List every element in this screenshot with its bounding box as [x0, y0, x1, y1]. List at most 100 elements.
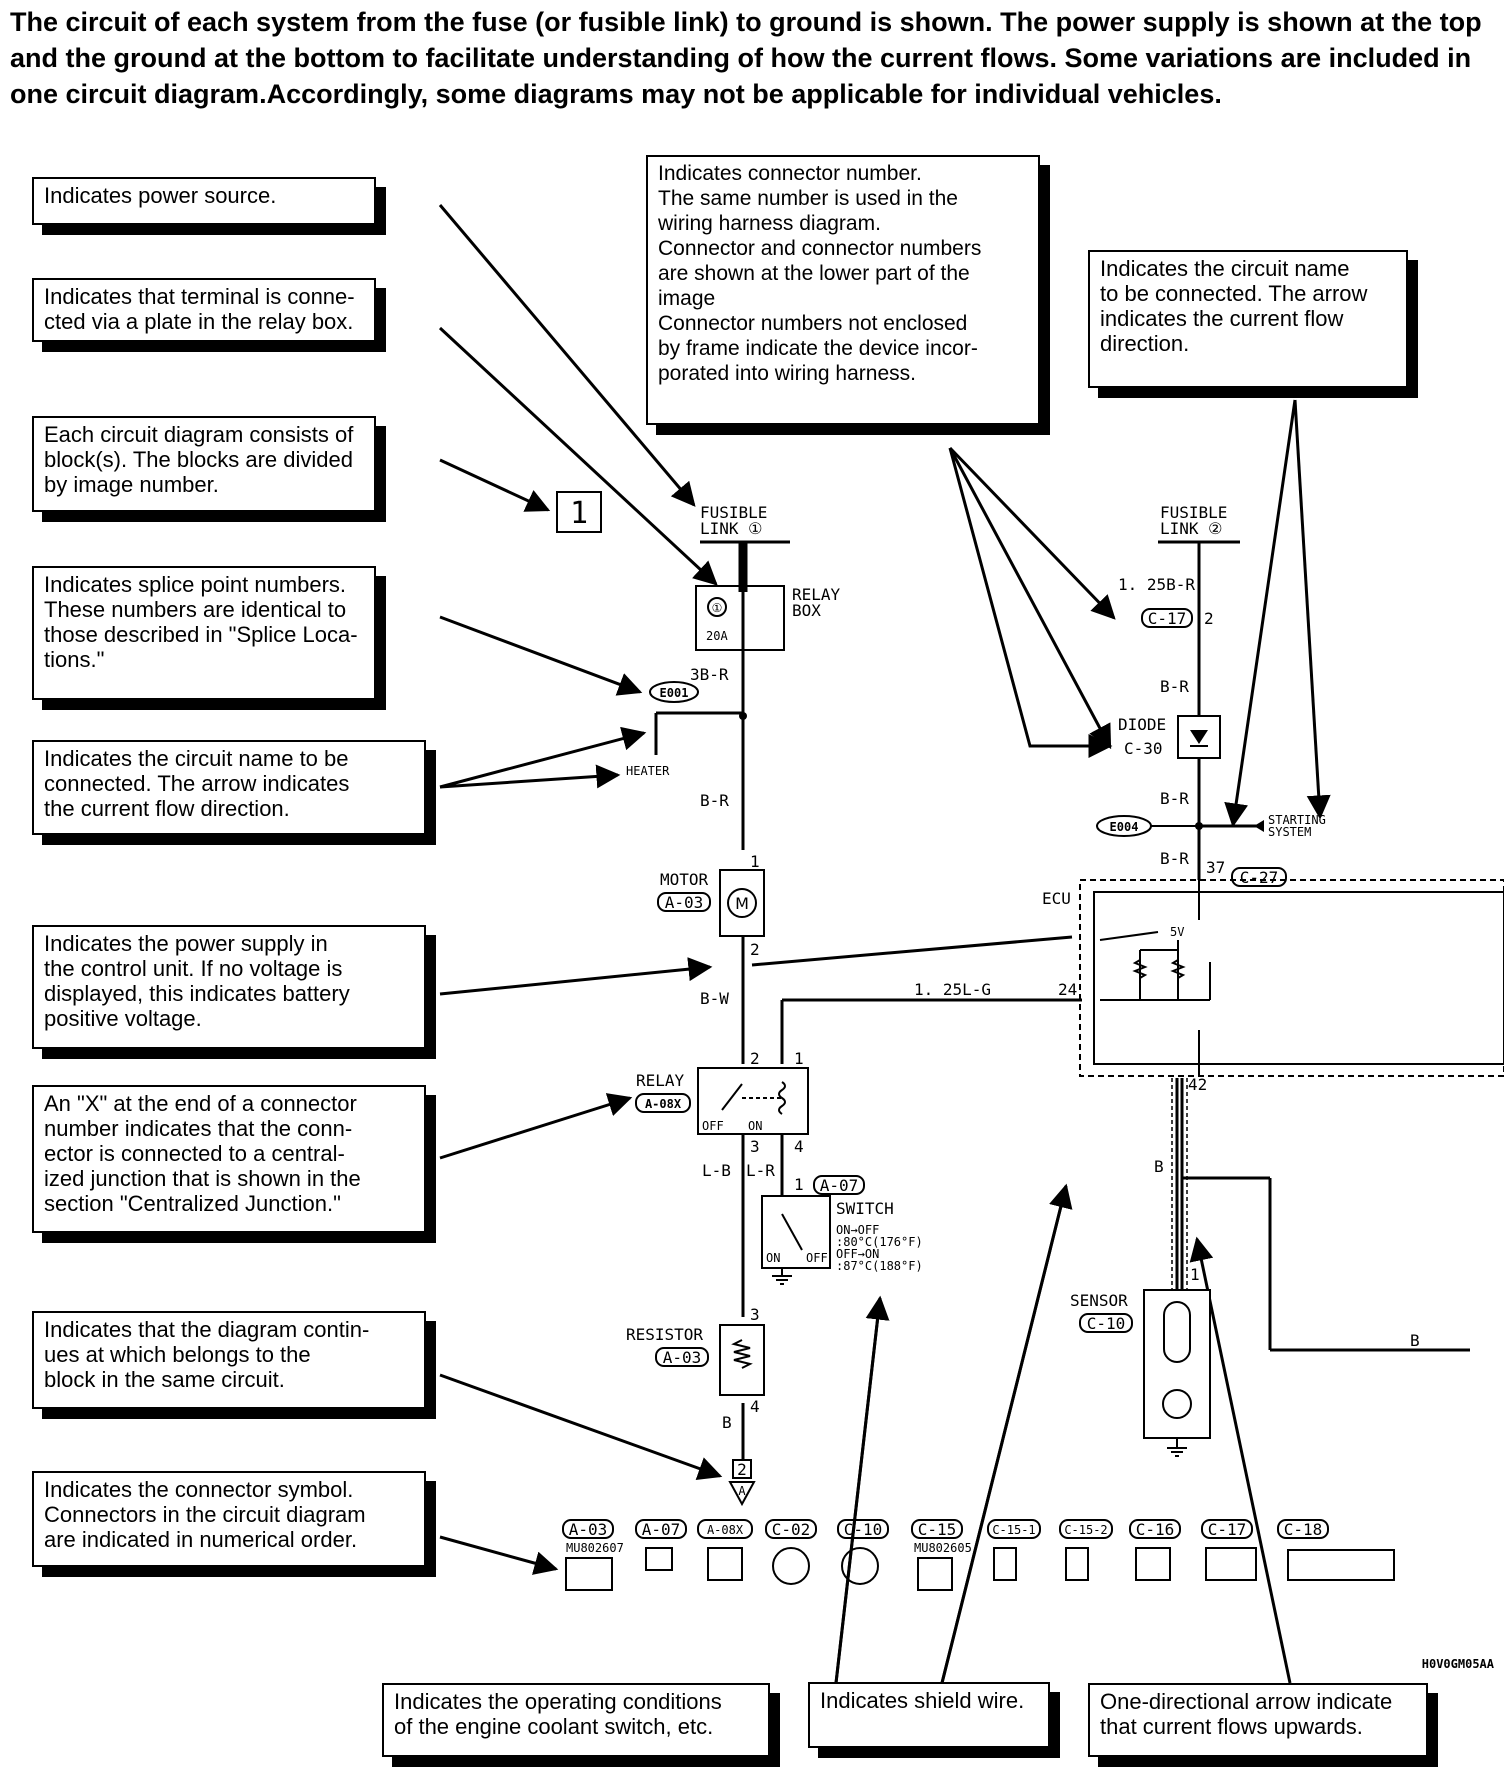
sensor-label: SENSOR [1070, 1291, 1128, 1310]
ecu-label: ECU [1042, 889, 1071, 908]
connector-label: C-15 [918, 1520, 957, 1539]
callout-text: Indicates that terminal is conne- cted v… [44, 284, 355, 334]
ground-icon [1167, 1447, 1187, 1457]
callout-continues: Indicates that the diagram contin- ues a… [32, 1311, 426, 1409]
wire-label-125br: 1. 25B-R [1118, 575, 1195, 594]
left-circuit-wires [654, 543, 1082, 1460]
splice-e001 [649, 681, 699, 703]
callout-text: Indicates the connector symbol. Connecto… [44, 1477, 366, 1552]
heater-label: HEATER [626, 764, 670, 778]
intro-paragraph: The circuit of each system from the fuse… [10, 7, 1482, 109]
callout-operating-conditions: Indicates the operating conditions of th… [382, 1683, 770, 1757]
connector-label: C-16 [1136, 1520, 1175, 1539]
relay-conn-frame [635, 1093, 691, 1113]
part-number: MU802605 [914, 1541, 972, 1555]
resistor-conn: A-03 [663, 1348, 702, 1367]
pin-42: 42 [1188, 1075, 1207, 1094]
callout-text: Indicates splice point numbers. These nu… [44, 572, 358, 672]
connector-label: C-10 [844, 1520, 883, 1539]
callout-text: Indicates the power supply in the contro… [44, 931, 350, 1031]
relay-box-label: BOX [792, 601, 821, 620]
connector-label: C-17 [1208, 1520, 1247, 1539]
switch-box [761, 1195, 831, 1269]
starting-system-label: SYSTEM [1268, 825, 1311, 839]
pin-2: 2 [750, 1049, 760, 1068]
connector-a-07: A-07 [635, 1519, 687, 1571]
callout-connector-symbol: Indicates the connector symbol. Connecto… [32, 1471, 426, 1567]
connector-label: A-03 [569, 1520, 608, 1539]
motor-conn: A-03 [665, 893, 704, 912]
pin-24: 24 [1058, 980, 1077, 999]
splice-point [739, 712, 747, 720]
wire-label-br: B-R [1160, 849, 1189, 868]
callout-text: Indicates shield wire. [820, 1688, 1025, 1713]
connector-c-10: C-10 [837, 1519, 889, 1585]
diode-label: DIODE [1118, 715, 1166, 734]
connector-c-18: C-18 [1277, 1519, 1395, 1581]
callout-splice: Indicates splice point numbers. These nu… [32, 566, 376, 700]
resistor-label: RESISTOR [626, 1325, 703, 1344]
connector-a-03: A-03 MU802607 [562, 1519, 624, 1591]
callout-blocks: Each circuit diagram consists of block(s… [32, 416, 376, 512]
relay-box-label: RELAY [792, 585, 841, 604]
block-number: 1 [570, 496, 588, 531]
relay-contact [721, 1083, 743, 1111]
c17-frame [1141, 608, 1193, 628]
relay-on: ON [748, 1119, 762, 1133]
connector-label: C-15-1 [992, 1523, 1035, 1537]
callout-text: Indicates connector number. The same num… [658, 162, 982, 385]
callout-text: One-directional arrow indicate that curr… [1100, 1689, 1393, 1739]
switch-cond: ON→OFF [836, 1223, 879, 1237]
callout-text: An "X" at the end of a connector number … [44, 1091, 361, 1216]
callout-relay-plate: Indicates that terminal is conne- cted v… [32, 278, 376, 342]
pin-4: 4 [750, 1397, 760, 1416]
c27-label: C-27 [1240, 868, 1279, 887]
callout-power-supply-cu: Indicates the power supply in the contro… [32, 925, 426, 1049]
continuation-symbol: A [738, 1484, 746, 1498]
continuation-block: 2 [737, 1460, 747, 1479]
switch-cond: :87°C(188°F) [836, 1259, 923, 1273]
connector-c-17: C-17 [1201, 1519, 1257, 1581]
callout-text: Indicates the circuit name to be connect… [44, 746, 350, 821]
fuse-rating: 20A [706, 629, 728, 643]
wire-label-b: B [1410, 1331, 1420, 1350]
pin-1: 1 [794, 1175, 804, 1194]
sensor-box [1143, 1289, 1211, 1439]
wire-label-lr: L-R [746, 1161, 775, 1180]
switch-contact [781, 1213, 803, 1251]
sensor-conn-frame [1079, 1313, 1133, 1333]
diode-symbol [1190, 730, 1208, 744]
relay-box-fuse-no: ① [712, 601, 723, 615]
relay-off: OFF [702, 1119, 724, 1133]
pin-3: 3 [750, 1137, 760, 1156]
ecu-internal [1099, 880, 1211, 1076]
leader-bends [751, 447, 1113, 1684]
fusible-link-2-label: FUSIBLE [1160, 503, 1227, 522]
wire-label-3br: 3B-R [690, 665, 729, 684]
callout-x-connector: An "X" at the end of a connector number … [32, 1085, 426, 1233]
continuation-triangle-icon [728, 1481, 756, 1507]
wire-label-br: B-R [700, 791, 729, 810]
fusible-link-2-label: LINK ② [1160, 519, 1223, 538]
connector-label: A-08X [707, 1523, 744, 1537]
connector-label: C-02 [772, 1520, 811, 1539]
switch-conn-frame [813, 1175, 865, 1195]
c17-label: C-17 [1148, 609, 1187, 628]
wire-label-bw: B-W [700, 989, 729, 1008]
wire-label-b: B [1154, 1157, 1164, 1176]
connector-label: A-07 [642, 1520, 681, 1539]
switch-conn: A-07 [820, 1176, 859, 1195]
sensor-element [1163, 1301, 1191, 1363]
ecu-5v: 5V [1170, 925, 1184, 939]
connector-c-15-1: C-15-1 [987, 1519, 1041, 1581]
sensor-bulb [1162, 1389, 1192, 1419]
switch-label: SWITCH [836, 1199, 894, 1218]
callout-circuit-name-right: Indicates the circuit name to be connect… [1088, 250, 1408, 388]
pin-1: 1 [750, 852, 760, 871]
switch-cond: OFF→ON [836, 1247, 879, 1261]
connector-label: C-15-2 [1064, 1523, 1107, 1537]
right-circuit-wires [1175, 542, 1470, 1352]
c27-frame [1231, 867, 1287, 887]
starting-system-arrow-icon [1254, 820, 1264, 832]
motor-label: MOTOR [660, 870, 709, 889]
